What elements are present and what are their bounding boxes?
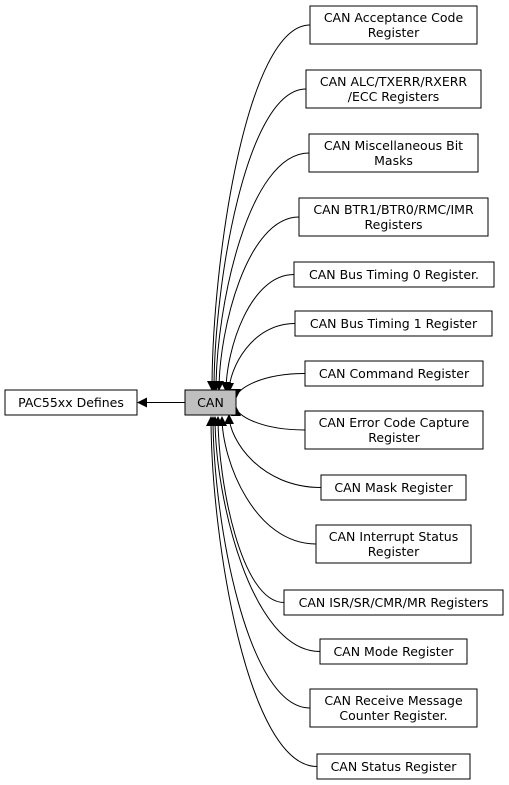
- edge-bus-timing-1-to-can: [224, 323, 296, 393]
- node-acceptance-code-label: Register: [368, 25, 420, 40]
- node-acceptance-code-box: [309, 5, 478, 45]
- node-btr1-btr0-rmc-imr-label: CAN BTR1/BTR0/RMC/IMR: [313, 202, 474, 217]
- node-alc-txerr-rxerr-ecc-box: [305, 69, 482, 109]
- node-misc-bit-masks-box: [308, 133, 479, 173]
- edge-isr-sr-cmr-mr-to-can: [213, 416, 285, 603]
- node-command[interactable]: CAN Command Register: [304, 360, 484, 387]
- node-command-label: CAN Command Register: [319, 366, 470, 381]
- node-isr-sr-cmr-mr[interactable]: CAN ISR/SR/CMR/MR Registers: [283, 589, 504, 616]
- node-mask[interactable]: CAN Mask Register: [320, 474, 467, 501]
- node-can-label: CAN: [197, 395, 224, 410]
- node-interrupt-status-label: CAN Interrupt Status: [329, 529, 458, 544]
- edge-command-to-can: [231, 373, 306, 399]
- node-bus-timing-0-box: [293, 261, 495, 288]
- node-command-box: [304, 360, 484, 387]
- node-error-code-capture-label: CAN Error Code Capture: [319, 415, 470, 430]
- node-misc-bit-masks-label: CAN Miscellaneous Bit: [324, 138, 463, 153]
- node-alc-txerr-rxerr-ecc[interactable]: CAN ALC/TXERR/RXERR/ECC Registers: [305, 69, 482, 109]
- edge-error-code-capture-to-can: [231, 406, 306, 431]
- node-btr1-btr0-rmc-imr-box: [298, 197, 489, 237]
- node-bus-timing-0-label: CAN Bus Timing 0 Register.: [309, 267, 479, 282]
- edge-receive-message-counter-to-can: [208, 416, 311, 709]
- node-receive-message-counter-box: [309, 688, 478, 728]
- edge-bus-timing-0-to-can: [221, 274, 295, 392]
- node-status-box: [316, 753, 471, 780]
- edge-mode-to-can: [210, 416, 321, 652]
- node-mask-box: [320, 474, 467, 501]
- edge-misc-bit-masks-to-can: [211, 152, 310, 391]
- edge-alc-txerr-rxerr-ecc-to-can: [209, 88, 307, 391]
- node-mode-label: CAN Mode Register: [333, 644, 454, 659]
- edge-btr1-btr0-rmc-imr-to-can: [214, 216, 300, 391]
- node-btr1-btr0-rmc-imr-label: Registers: [365, 217, 423, 232]
- node-status-label: CAN Status Register: [331, 759, 458, 774]
- node-misc-bit-masks-label: Masks: [374, 153, 413, 168]
- node-error-code-capture-box: [304, 410, 484, 450]
- node-receive-message-counter-label: CAN Receive Message: [324, 693, 463, 708]
- node-error-code-capture-label: Register: [368, 430, 420, 445]
- node-isr-sr-cmr-mr-label: CAN ISR/SR/CMR/MR Registers: [299, 595, 489, 610]
- node-can[interactable]: CAN: [184, 389, 237, 416]
- node-acceptance-code-label: CAN Acceptance Code: [324, 10, 464, 25]
- edge-interrupt-status-to-can: [217, 416, 317, 545]
- edges: [137, 24, 322, 767]
- node-status[interactable]: CAN Status Register: [316, 753, 471, 780]
- node-bus-timing-1-box: [294, 310, 493, 337]
- node-alc-txerr-rxerr-ecc-label: /ECC Registers: [348, 89, 440, 104]
- node-mode[interactable]: CAN Mode Register: [319, 638, 468, 665]
- node-interrupt-status-label: Register: [368, 544, 420, 559]
- node-alc-txerr-rxerr-ecc-label: CAN ALC/TXERR/RXERR: [320, 74, 468, 89]
- edge-mask-to-can: [224, 414, 322, 488]
- node-mode-box: [319, 638, 468, 665]
- node-interrupt-status-box: [315, 524, 472, 564]
- node-pac55xx-defines[interactable]: PAC55xx Defines: [4, 389, 138, 416]
- node-isr-sr-cmr-mr-box: [283, 589, 504, 616]
- node-pac55xx-defines-label: PAC55xx Defines: [18, 395, 124, 410]
- node-bus-timing-1-label: CAN Bus Timing 1 Register: [310, 316, 478, 331]
- node-bus-timing-0[interactable]: CAN Bus Timing 0 Register.: [293, 261, 495, 288]
- node-can-box: [184, 389, 237, 416]
- edge-acceptance-code-to-can: [207, 24, 311, 391]
- node-pac55xx-defines-box: [4, 389, 138, 416]
- node-bus-timing-1[interactable]: CAN Bus Timing 1 Register: [294, 310, 493, 337]
- node-receive-message-counter-label: Counter Register.: [339, 708, 447, 723]
- edge-status-to-can: [206, 416, 318, 767]
- node-mask-label: CAN Mask Register: [334, 480, 453, 495]
